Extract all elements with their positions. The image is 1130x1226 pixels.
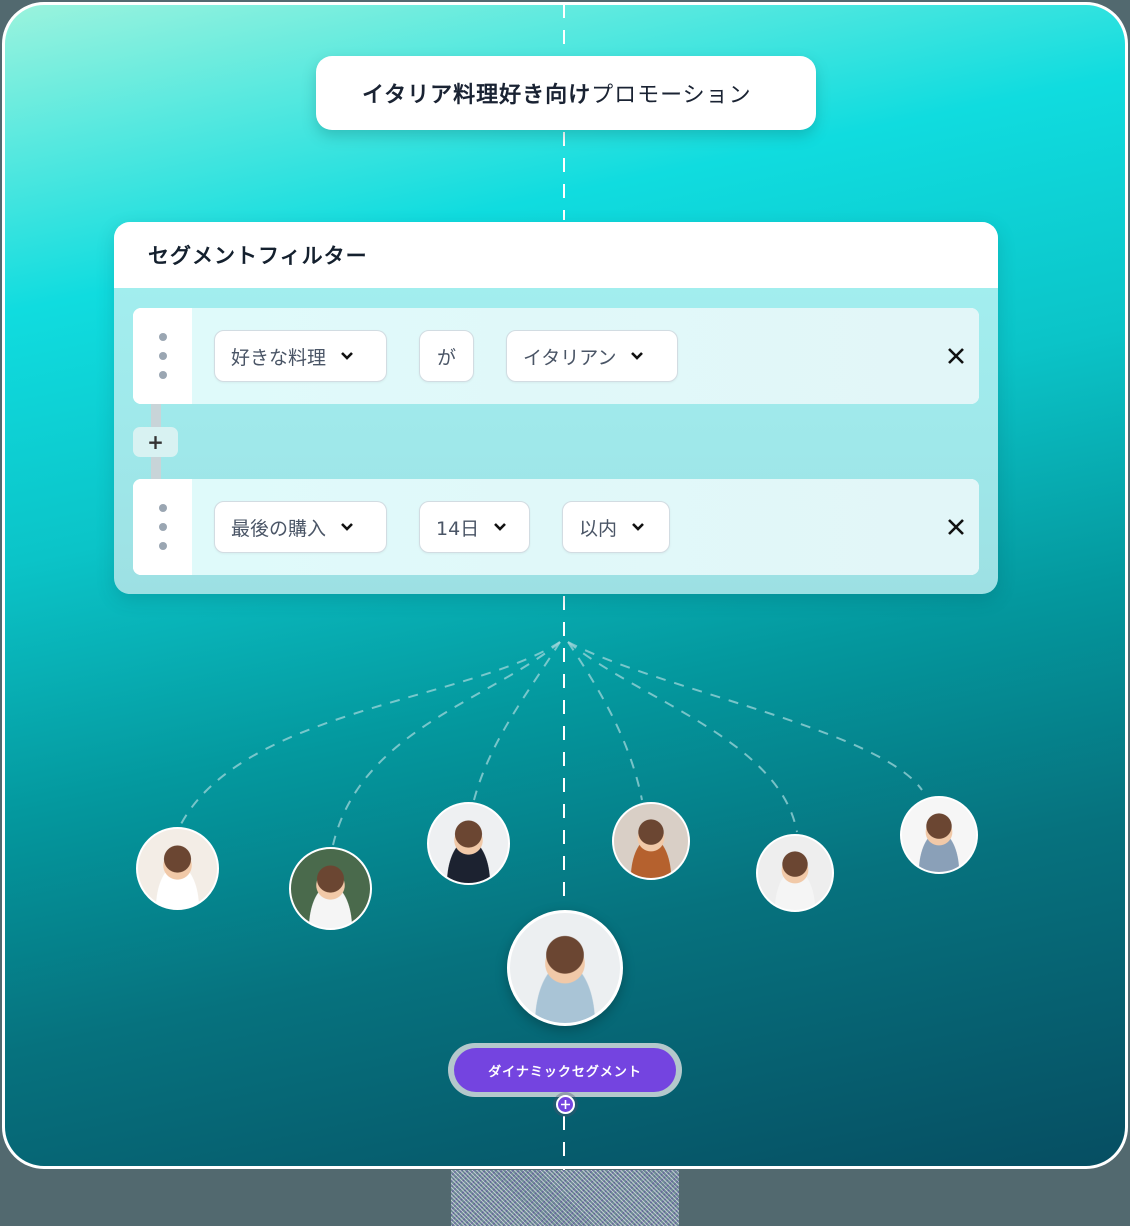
avatar-user-2[interactable] [289, 847, 372, 930]
range-dropdown[interactable]: 以内 [562, 501, 670, 553]
plus-circle-icon[interactable] [556, 1095, 575, 1114]
period-dropdown[interactable]: 14日 [419, 501, 530, 553]
connector-line-filter-segment [563, 596, 565, 908]
connector-line-title-filter [563, 132, 565, 220]
dropdown-value: イタリアン [523, 346, 617, 369]
chevron-down-icon [632, 523, 644, 531]
filter-rule-2: 最後の購入 14日 以内 [133, 479, 979, 575]
avatar-user-6[interactable] [900, 796, 978, 874]
connector-line-top [563, 4, 565, 56]
filter-panel-title: セグメントフィルター [114, 222, 998, 288]
dynamic-segment-label: ダイナミックセグメント [454, 1048, 676, 1092]
dropdown-value: 好きな料理 [231, 346, 327, 369]
drag-handle-icon[interactable] [133, 308, 192, 404]
campaign-title-bold: イタリア料理好き向け [362, 83, 592, 108]
chevron-down-icon [631, 352, 644, 360]
avatar-user-main[interactable] [507, 910, 623, 1026]
avatar-user-3[interactable] [427, 802, 510, 885]
drag-handle-icon[interactable] [133, 479, 192, 575]
chevron-down-icon [341, 352, 353, 360]
avatar-user-4[interactable] [612, 802, 690, 880]
value-dropdown[interactable]: イタリアン [506, 330, 678, 382]
close-icon[interactable] [945, 516, 967, 538]
filter-rule-1: 好きな料理 が イタリアン [133, 308, 979, 404]
avatar-user-1[interactable] [136, 827, 219, 910]
add-rule-button[interactable]: + [133, 427, 178, 457]
close-icon[interactable] [945, 345, 967, 367]
attribute-dropdown[interactable]: 好きな料理 [214, 330, 387, 382]
dropdown-value: 以内 [579, 517, 618, 540]
chevron-down-icon [494, 523, 507, 531]
avatar-user-5[interactable] [756, 834, 834, 912]
operator-value: が [436, 346, 456, 369]
campaign-title-light: プロモーション [591, 83, 752, 108]
chevron-down-icon [341, 523, 353, 531]
dynamic-segment-badge[interactable]: ダイナミックセグメント [448, 1043, 682, 1097]
dropdown-value: 最後の購入 [231, 517, 327, 540]
dropdown-value: 14日 [436, 517, 480, 540]
campaign-title-card[interactable]: イタリア料理好き向けプロモーション [316, 56, 816, 130]
segment-filter-panel: セグメントフィルター + 好きな料理 が イタリアン [114, 222, 998, 594]
noise-overlay [451, 1170, 679, 1226]
attribute-dropdown[interactable]: 最後の購入 [214, 501, 387, 553]
operator-chip[interactable]: が [419, 330, 474, 382]
